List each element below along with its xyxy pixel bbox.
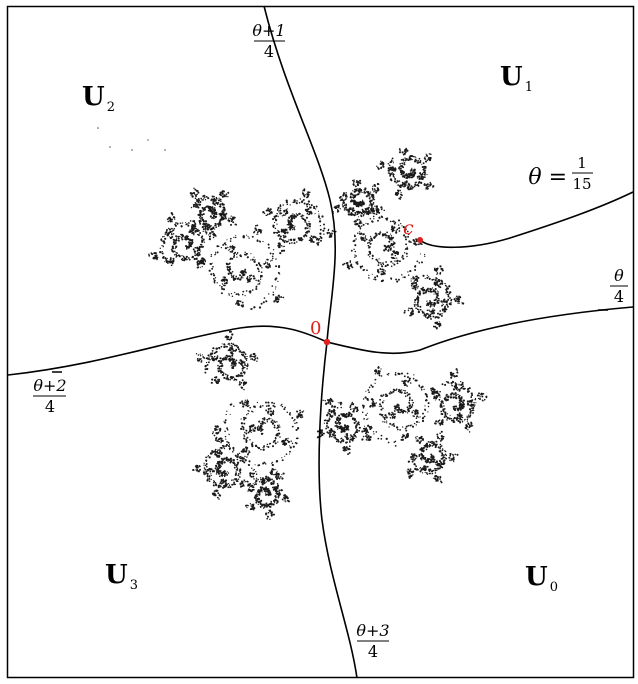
ray-top-curve [263,5,337,343]
ray-right-label: θ 4 [610,266,628,306]
frame-border [6,5,635,679]
ray-top-label: θ+1 4 [252,21,285,61]
ray-bottom-label: θ+3 4 [356,621,389,661]
julia-set [148,147,488,521]
critical-point [417,237,423,243]
critical-label: c [403,217,414,239]
origin-point [323,338,331,346]
theta-ray-curve [419,191,634,249]
stray-dots [97,127,166,151]
ray-bottom-curve [318,341,358,679]
origin-label: 0 [310,318,321,339]
ray-left-curve [7,325,328,376]
ray-left-label: θ+2 4 [33,376,67,416]
theta-value-label: θ = 1 15 [528,154,593,193]
ray-right-curve [326,306,634,355]
